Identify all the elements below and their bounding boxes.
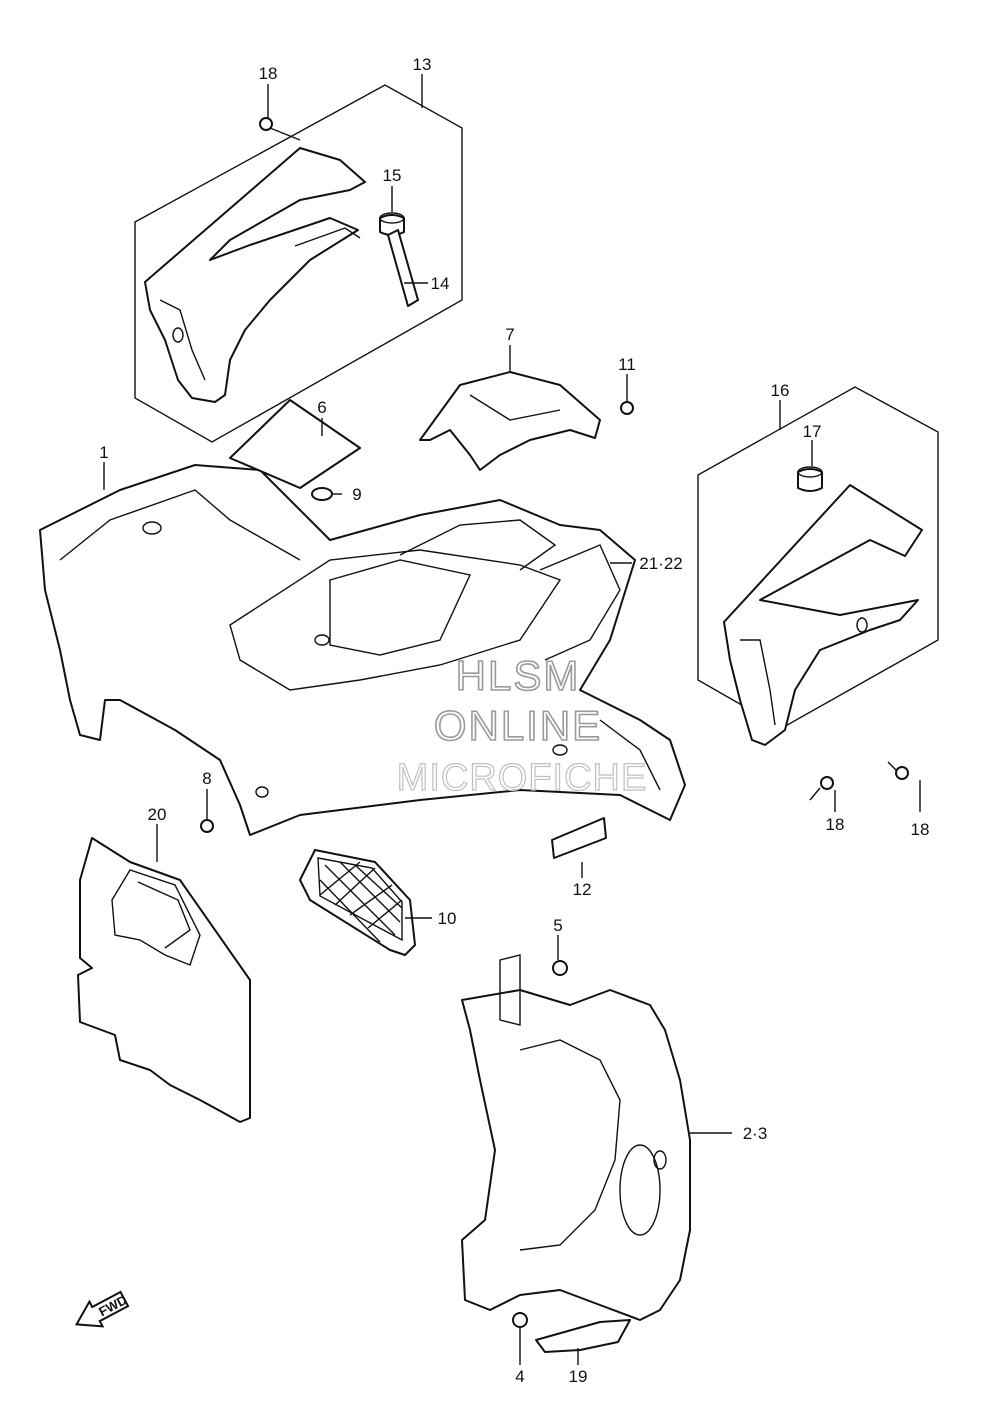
part-4-bolt	[512, 1312, 528, 1328]
part-1-rear-fender	[39, 464, 686, 836]
bolt-18-right-b	[887, 761, 909, 780]
part-20-mudflap	[77, 837, 251, 1123]
callout-18-right-a: 18	[826, 815, 845, 834]
watermark-line-3: MICROFICHE	[397, 757, 648, 799]
callout-1: 1	[99, 443, 108, 462]
callout-19: 19	[569, 1367, 588, 1386]
callout-9: 9	[352, 485, 361, 504]
part-5-bolt	[552, 960, 568, 976]
fwd-arrow-badge: FWD	[74, 1290, 129, 1328]
callout-5: 5	[553, 916, 562, 935]
part-9-grommet	[311, 487, 333, 501]
part-19-strip	[535, 1319, 631, 1353]
callout-7: 7	[505, 325, 514, 344]
bolt-18-top	[259, 117, 301, 141]
callout-2-3: 2·3	[743, 1124, 768, 1143]
part-12-strip	[551, 817, 607, 859]
part-11-bolt	[620, 401, 634, 415]
watermark-line-1: HLSM	[456, 652, 581, 699]
callout-20: 20	[148, 805, 167, 824]
callout-17: 17	[803, 422, 822, 441]
callout-4: 4	[515, 1367, 524, 1386]
part-16-group	[697, 386, 939, 801]
callout-6: 6	[317, 398, 326, 417]
part-8-bolt	[200, 819, 214, 833]
callout-11: 11	[618, 355, 636, 374]
callout-21-22: 21·22	[639, 554, 682, 573]
callout-13: 13	[413, 55, 432, 74]
callout-15: 15	[383, 166, 402, 185]
callout-14: 14	[431, 274, 450, 293]
watermark-line-2: ONLINE	[434, 702, 602, 749]
part-2-3-inner-fender	[461, 954, 691, 1321]
callout-8: 8	[202, 769, 211, 788]
watermark: HLSM ONLINE MICROFICHE	[396, 651, 648, 799]
bolt-18-right-a	[809, 776, 834, 801]
part-13-group	[134, 84, 463, 443]
callout-16: 16	[771, 381, 790, 400]
callout-12: 12	[573, 880, 592, 899]
callout-18-right-b: 18	[911, 820, 930, 839]
part-7-cover	[419, 371, 601, 471]
callout-10: 10	[438, 909, 457, 928]
callout-18-top: 18	[259, 64, 278, 83]
part-10-grille	[299, 849, 416, 956]
